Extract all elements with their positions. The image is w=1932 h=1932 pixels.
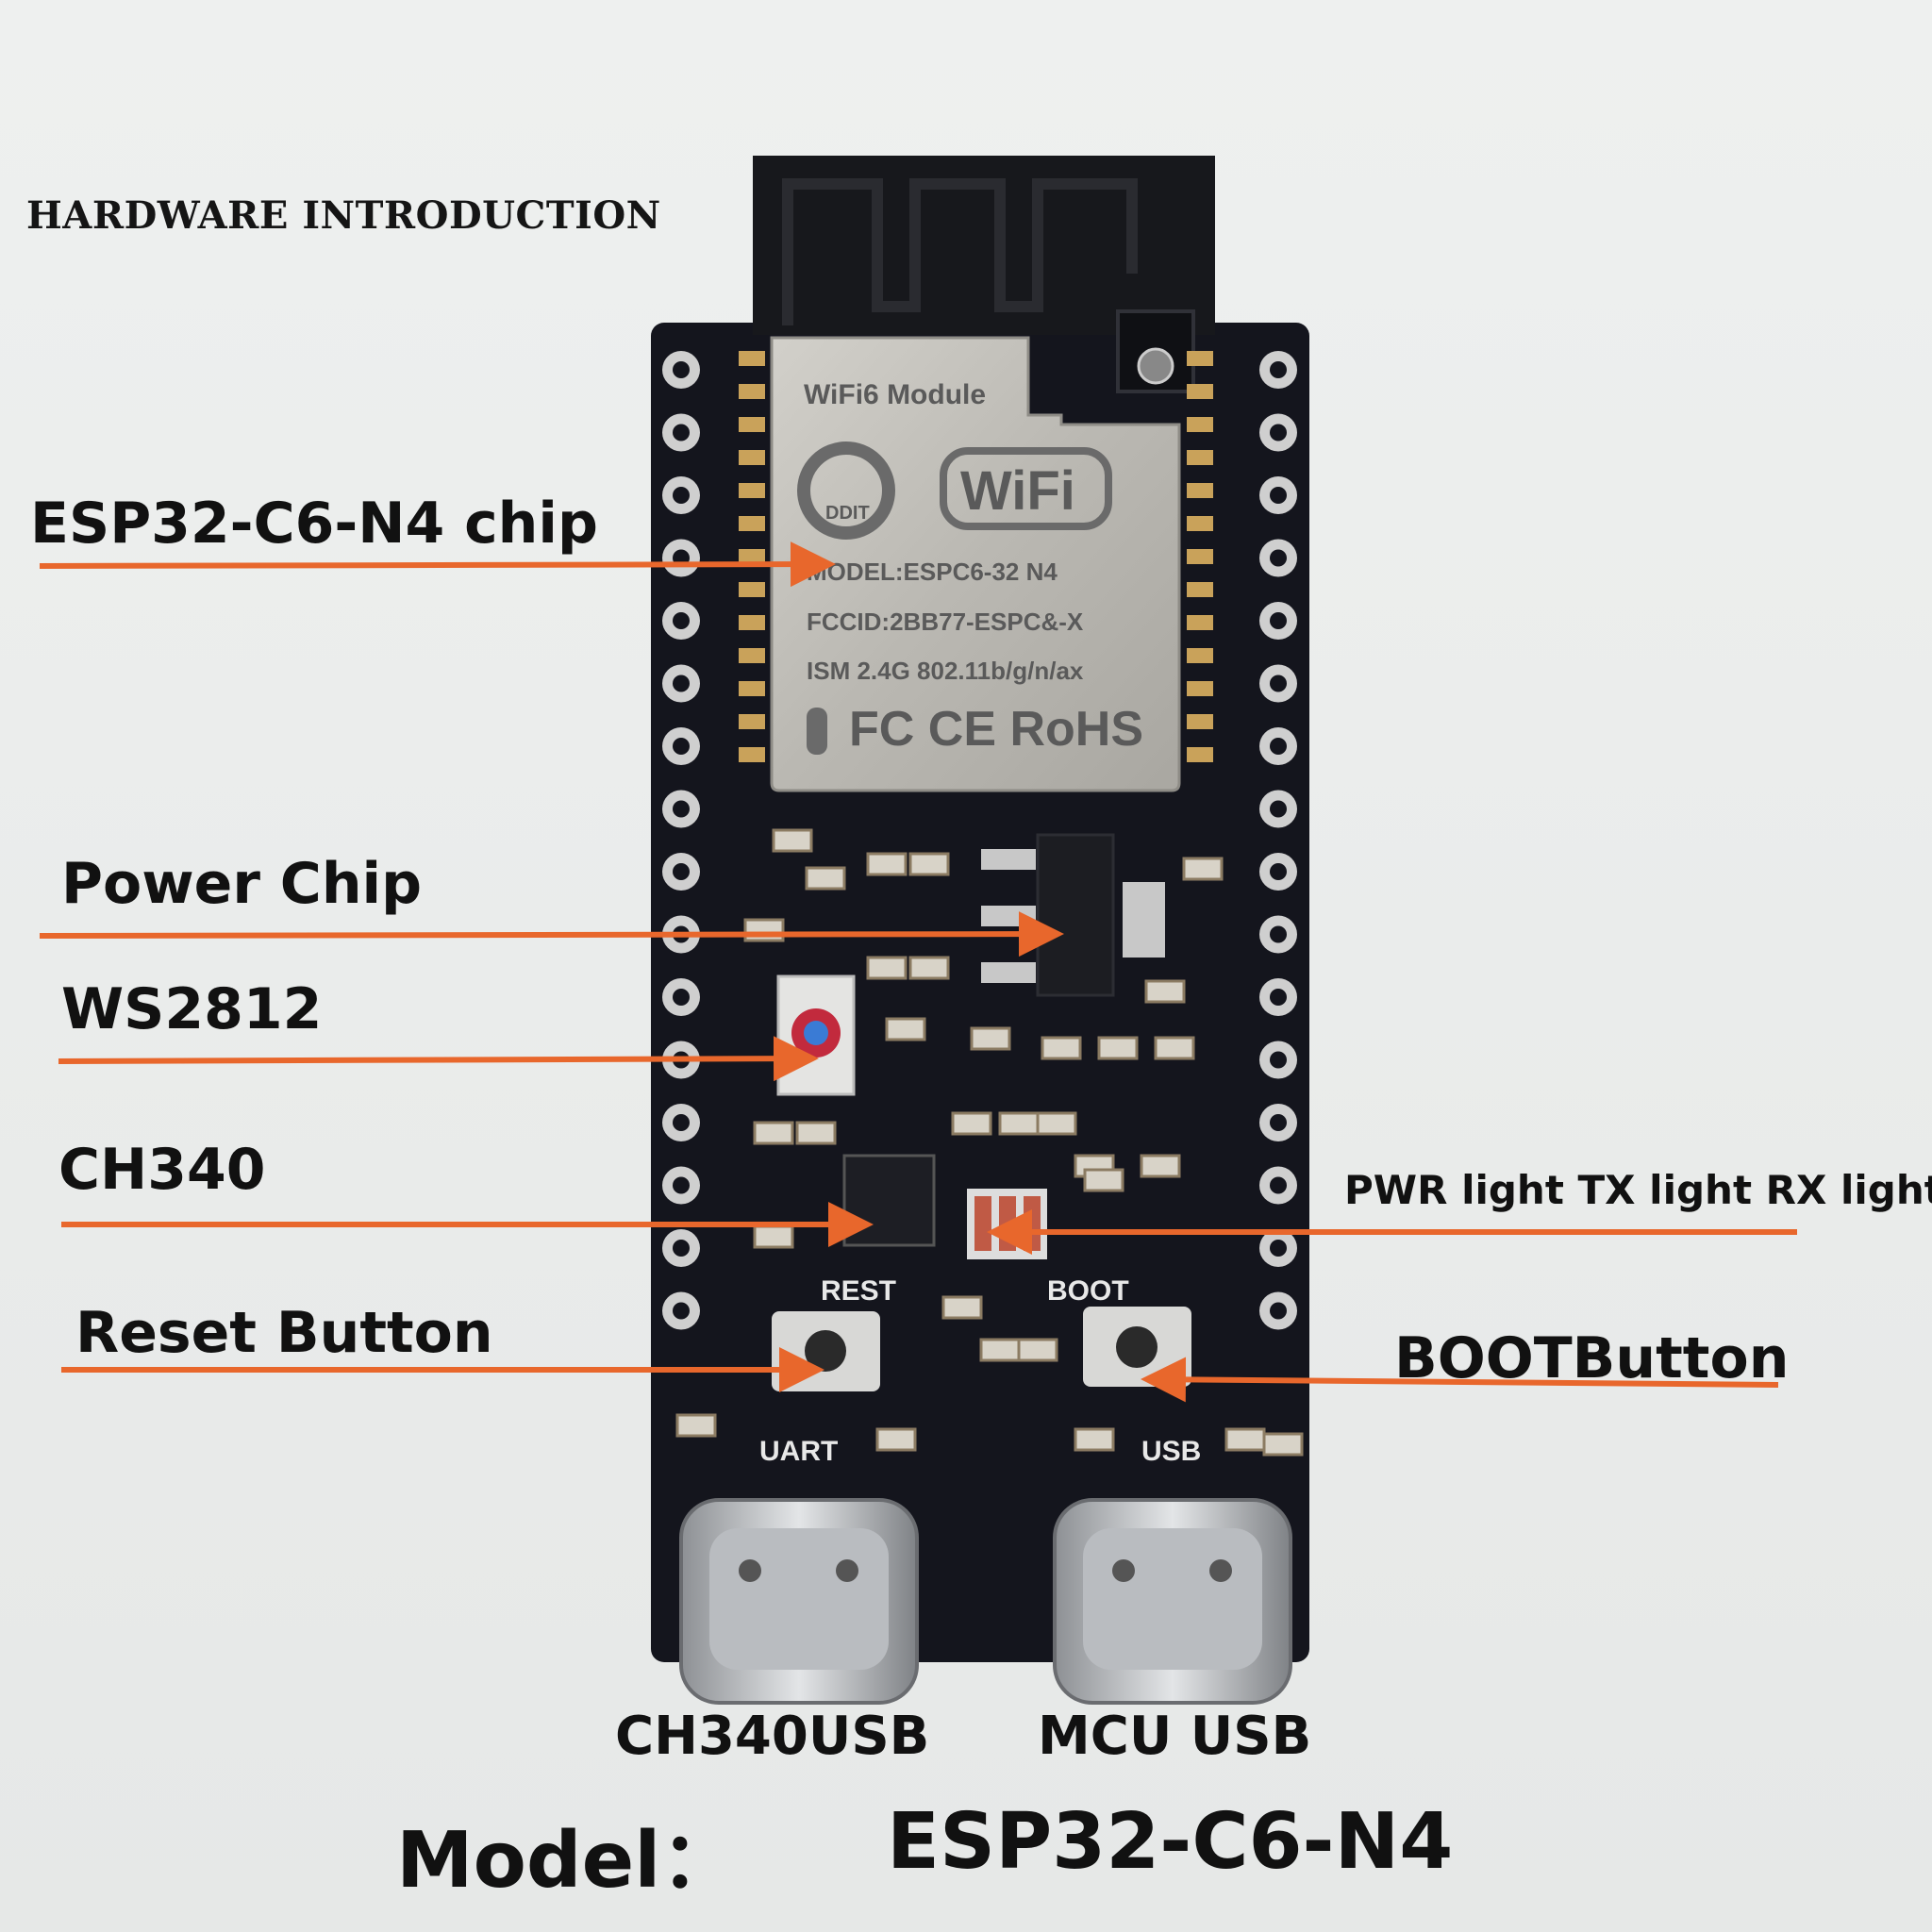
smd-part bbox=[908, 852, 950, 876]
smd-part bbox=[1144, 979, 1186, 1004]
power-chip bbox=[1036, 833, 1115, 997]
smd-part bbox=[1074, 1427, 1115, 1452]
castellation-pad bbox=[739, 516, 765, 531]
module-logo bbox=[797, 441, 895, 540]
castellation-pad bbox=[739, 681, 765, 696]
smd-part bbox=[743, 918, 785, 942]
smd-part bbox=[1154, 1036, 1195, 1060]
label-ch340usb: CH340USB bbox=[615, 1706, 930, 1767]
model-prefix: Model： bbox=[396, 1816, 739, 1906]
silk-usb: USB bbox=[1141, 1436, 1201, 1467]
smd-part bbox=[772, 828, 813, 853]
module-ism-line: ISM 2.4G 802.11b/g/n/ax bbox=[807, 657, 1084, 685]
castellation-pad bbox=[739, 351, 765, 366]
ch340-chip bbox=[842, 1154, 936, 1247]
wifi-logo-box bbox=[940, 447, 1112, 530]
castellation-pad bbox=[1187, 450, 1213, 465]
castellation-pad bbox=[739, 483, 765, 498]
silk-uart: UART bbox=[759, 1436, 838, 1467]
pin-headers bbox=[662, 351, 1297, 1330]
label-boot: BOOTButton bbox=[1394, 1325, 1790, 1391]
boot-button bbox=[1116, 1326, 1158, 1368]
antenna-trace bbox=[782, 178, 1138, 325]
smd-part bbox=[805, 866, 846, 891]
module-title: WiFi6 Module bbox=[804, 379, 986, 410]
smd-part bbox=[908, 956, 950, 980]
castellation-pad bbox=[739, 747, 765, 762]
silk-boot: BOOT bbox=[1047, 1275, 1129, 1307]
label-leds: PWR light TX light RX light bbox=[1344, 1167, 1932, 1213]
castellation-pad bbox=[739, 549, 765, 564]
silk-rest: REST bbox=[821, 1275, 896, 1307]
smd-components bbox=[675, 828, 1304, 1457]
castellation-pad bbox=[739, 450, 765, 465]
smd-part bbox=[1262, 1432, 1304, 1457]
smd-part bbox=[885, 1017, 926, 1041]
smd-part bbox=[1224, 1427, 1266, 1452]
castellation-pad bbox=[1187, 582, 1213, 597]
castellation-pad bbox=[1187, 549, 1213, 564]
module-pads bbox=[739, 351, 1213, 762]
castellation-pad bbox=[739, 384, 765, 399]
smd-part bbox=[1036, 1111, 1077, 1136]
smd-part bbox=[795, 1121, 837, 1145]
smd-part bbox=[1083, 1168, 1124, 1192]
arrow-ws2812 bbox=[58, 1036, 819, 1082]
label-reset: Reset Button bbox=[75, 1300, 493, 1366]
reset-button bbox=[805, 1330, 846, 1372]
smd-part bbox=[941, 1295, 983, 1320]
smd-part bbox=[1017, 1338, 1058, 1362]
smd-part bbox=[979, 1338, 1021, 1362]
label-chip: ESP32-C6-N4 chip bbox=[30, 491, 598, 557]
smd-part bbox=[866, 852, 908, 876]
smd-part bbox=[1097, 1036, 1139, 1060]
smd-part bbox=[675, 1413, 717, 1438]
castellation-pad bbox=[739, 648, 765, 663]
smd-part bbox=[970, 1026, 1011, 1051]
callout-arrows bbox=[39, 541, 1797, 1403]
smd-part bbox=[753, 1224, 794, 1249]
castellation-pad bbox=[739, 714, 765, 729]
castellation-pad bbox=[739, 582, 765, 597]
module-brand: DDIT bbox=[825, 503, 870, 524]
castellation-pad bbox=[1187, 516, 1213, 531]
castellation-pad bbox=[1187, 681, 1213, 696]
smd-part bbox=[753, 1121, 794, 1145]
label-ws2812: WS2812 bbox=[61, 976, 323, 1042]
castellation-pad bbox=[1187, 747, 1213, 762]
wifi-logo-text: WiFi bbox=[960, 460, 1075, 522]
smd-part bbox=[1041, 1036, 1082, 1060]
smd-part bbox=[1182, 857, 1224, 881]
castellation-pad bbox=[739, 615, 765, 630]
arrow-chip bbox=[39, 541, 836, 588]
module-model-line: MODEL:ESPC6-32 N4 bbox=[807, 558, 1058, 586]
label-ch340: CH340 bbox=[58, 1137, 266, 1203]
castellation-pad bbox=[1187, 714, 1213, 729]
smd-part bbox=[998, 1111, 1040, 1136]
smd-part bbox=[866, 956, 908, 980]
smd-part bbox=[1140, 1154, 1181, 1178]
label-mcuusb: MCU USB bbox=[1038, 1706, 1312, 1767]
header-title: HARDWARE INTRODUCTION bbox=[26, 193, 661, 238]
arrow-power bbox=[39, 911, 1064, 958]
label-power: Power Chip bbox=[61, 851, 423, 917]
castellation-pad bbox=[1187, 417, 1213, 432]
smd-part bbox=[951, 1111, 992, 1136]
bluetooth-icon bbox=[807, 708, 827, 755]
castellation-pad bbox=[1187, 648, 1213, 663]
module-certs: FC CE RoHS bbox=[849, 702, 1143, 757]
castellation-pad bbox=[1187, 351, 1213, 366]
castellation-pad bbox=[1187, 615, 1213, 630]
smd-part bbox=[875, 1427, 917, 1452]
castellation-pad bbox=[1187, 384, 1213, 399]
module-fcc-line: FCCID:2BB77-ESPC&-X bbox=[807, 608, 1084, 636]
arrow-boot bbox=[1141, 1357, 1779, 1403]
model-name: ESP32-C6-N4 bbox=[887, 1797, 1454, 1887]
castellation-pad bbox=[1187, 483, 1213, 498]
castellation-pad bbox=[739, 417, 765, 432]
